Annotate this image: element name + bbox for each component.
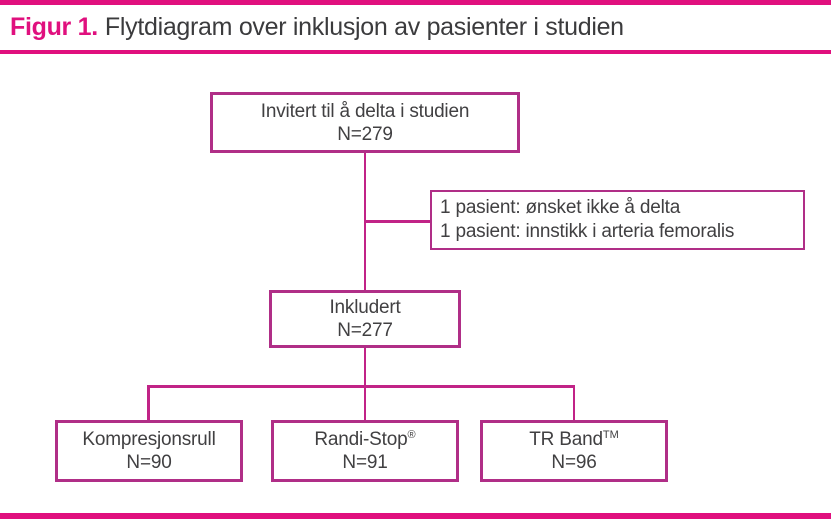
bottom-accent-bar xyxy=(0,513,831,519)
figure-title-text: Flytdiagram over inklusjon av pasienter … xyxy=(104,13,624,41)
invited-count: N=279 xyxy=(337,123,393,145)
connector-included-to-branch xyxy=(363,348,366,387)
arm-name: Randi-Stop xyxy=(314,429,408,450)
arm-name: Kompresjonsrull xyxy=(82,429,216,450)
flow-box-arm-tr-band: TR BandTM N=96 xyxy=(480,420,668,482)
arm-count: N=91 xyxy=(342,452,388,473)
connector-drop-randi-stop xyxy=(363,386,366,420)
flow-box-arm-kompresjonsrull: Kompresjonsrull N=90 xyxy=(55,420,243,482)
flow-box-invited: Invitert til å delta i studien N=279 xyxy=(210,92,520,153)
connector-invited-to-included xyxy=(363,153,366,291)
arm-label: TR BandTM xyxy=(529,428,618,451)
title-rule xyxy=(0,50,831,54)
included-label: Inkludert xyxy=(329,297,401,318)
figure-title: Figur 1.Flytdiagram over inklusjon av pa… xyxy=(10,13,624,42)
registered-trademark-symbol: ® xyxy=(407,429,416,441)
connector-to-exclusions xyxy=(365,220,431,223)
arm-count: N=90 xyxy=(126,452,172,473)
flow-box-included: Inkludert N=277 xyxy=(269,290,461,348)
exclusion-line-2: 1 pasient: innstikk i arteria femoralis xyxy=(440,221,735,242)
arm-name: TR Band xyxy=(529,429,603,450)
top-accent-bar xyxy=(0,0,831,5)
connector-drop-tr-band xyxy=(572,386,575,420)
trademark-symbol: TM xyxy=(602,429,619,441)
arm-label: Randi-Stop® xyxy=(314,428,415,451)
arm-count: N=96 xyxy=(551,452,597,473)
exclusion-line-1: 1 pasient: ønsket ikke å delta xyxy=(440,197,681,218)
connector-branch-horizontal xyxy=(147,385,575,388)
flow-box-arm-randi-stop: Randi-Stop® N=91 xyxy=(271,420,459,482)
arm-label: Kompresjonsrull xyxy=(82,428,215,451)
included-count: N=277 xyxy=(337,320,393,341)
flow-box-exclusions: 1 pasient: ønsket ikke å delta 1 pasient… xyxy=(430,190,805,250)
connector-drop-kompresjonsrull xyxy=(147,386,150,420)
invited-label: Invitert til å delta i studien xyxy=(260,100,470,122)
figure-label: Figur 1. xyxy=(10,13,98,41)
